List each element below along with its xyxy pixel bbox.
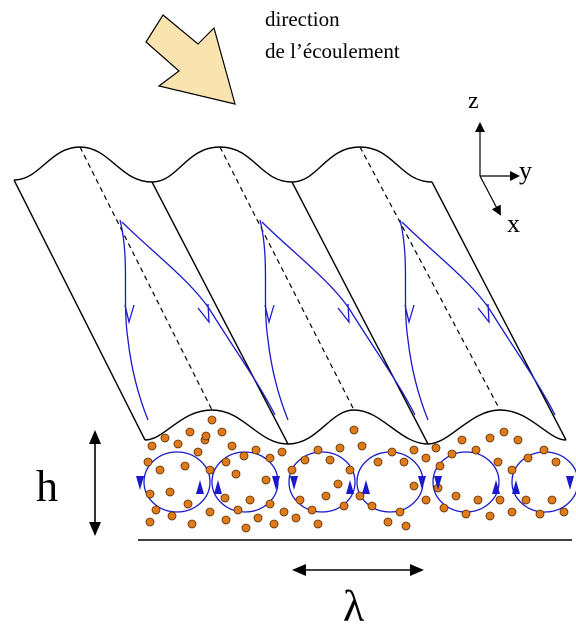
axes-indicator — [475, 122, 520, 216]
sediment-particles — [143, 415, 569, 533]
flow-direction-label: direction — [265, 7, 340, 31]
height-dimension-arrow — [89, 430, 101, 536]
wavelength-dimension-arrow — [292, 564, 424, 576]
ripple-crest-lines — [79, 146, 501, 411]
wavelength-label: λ — [343, 582, 365, 631]
flow-direction-label-line2: de l’écoulement — [265, 39, 400, 63]
axis-x-label: x — [507, 209, 520, 238]
ripple-trough-lines — [13, 179, 567, 445]
axis-y-label: y — [519, 156, 532, 185]
circulation-cells — [143, 451, 576, 513]
surface-streamlines — [119, 219, 556, 421]
height-label: h — [36, 462, 58, 511]
flow-direction-arrow — [145, 14, 236, 105]
axis-z-label: z — [468, 88, 479, 114]
circulation-arrows — [136, 476, 574, 494]
